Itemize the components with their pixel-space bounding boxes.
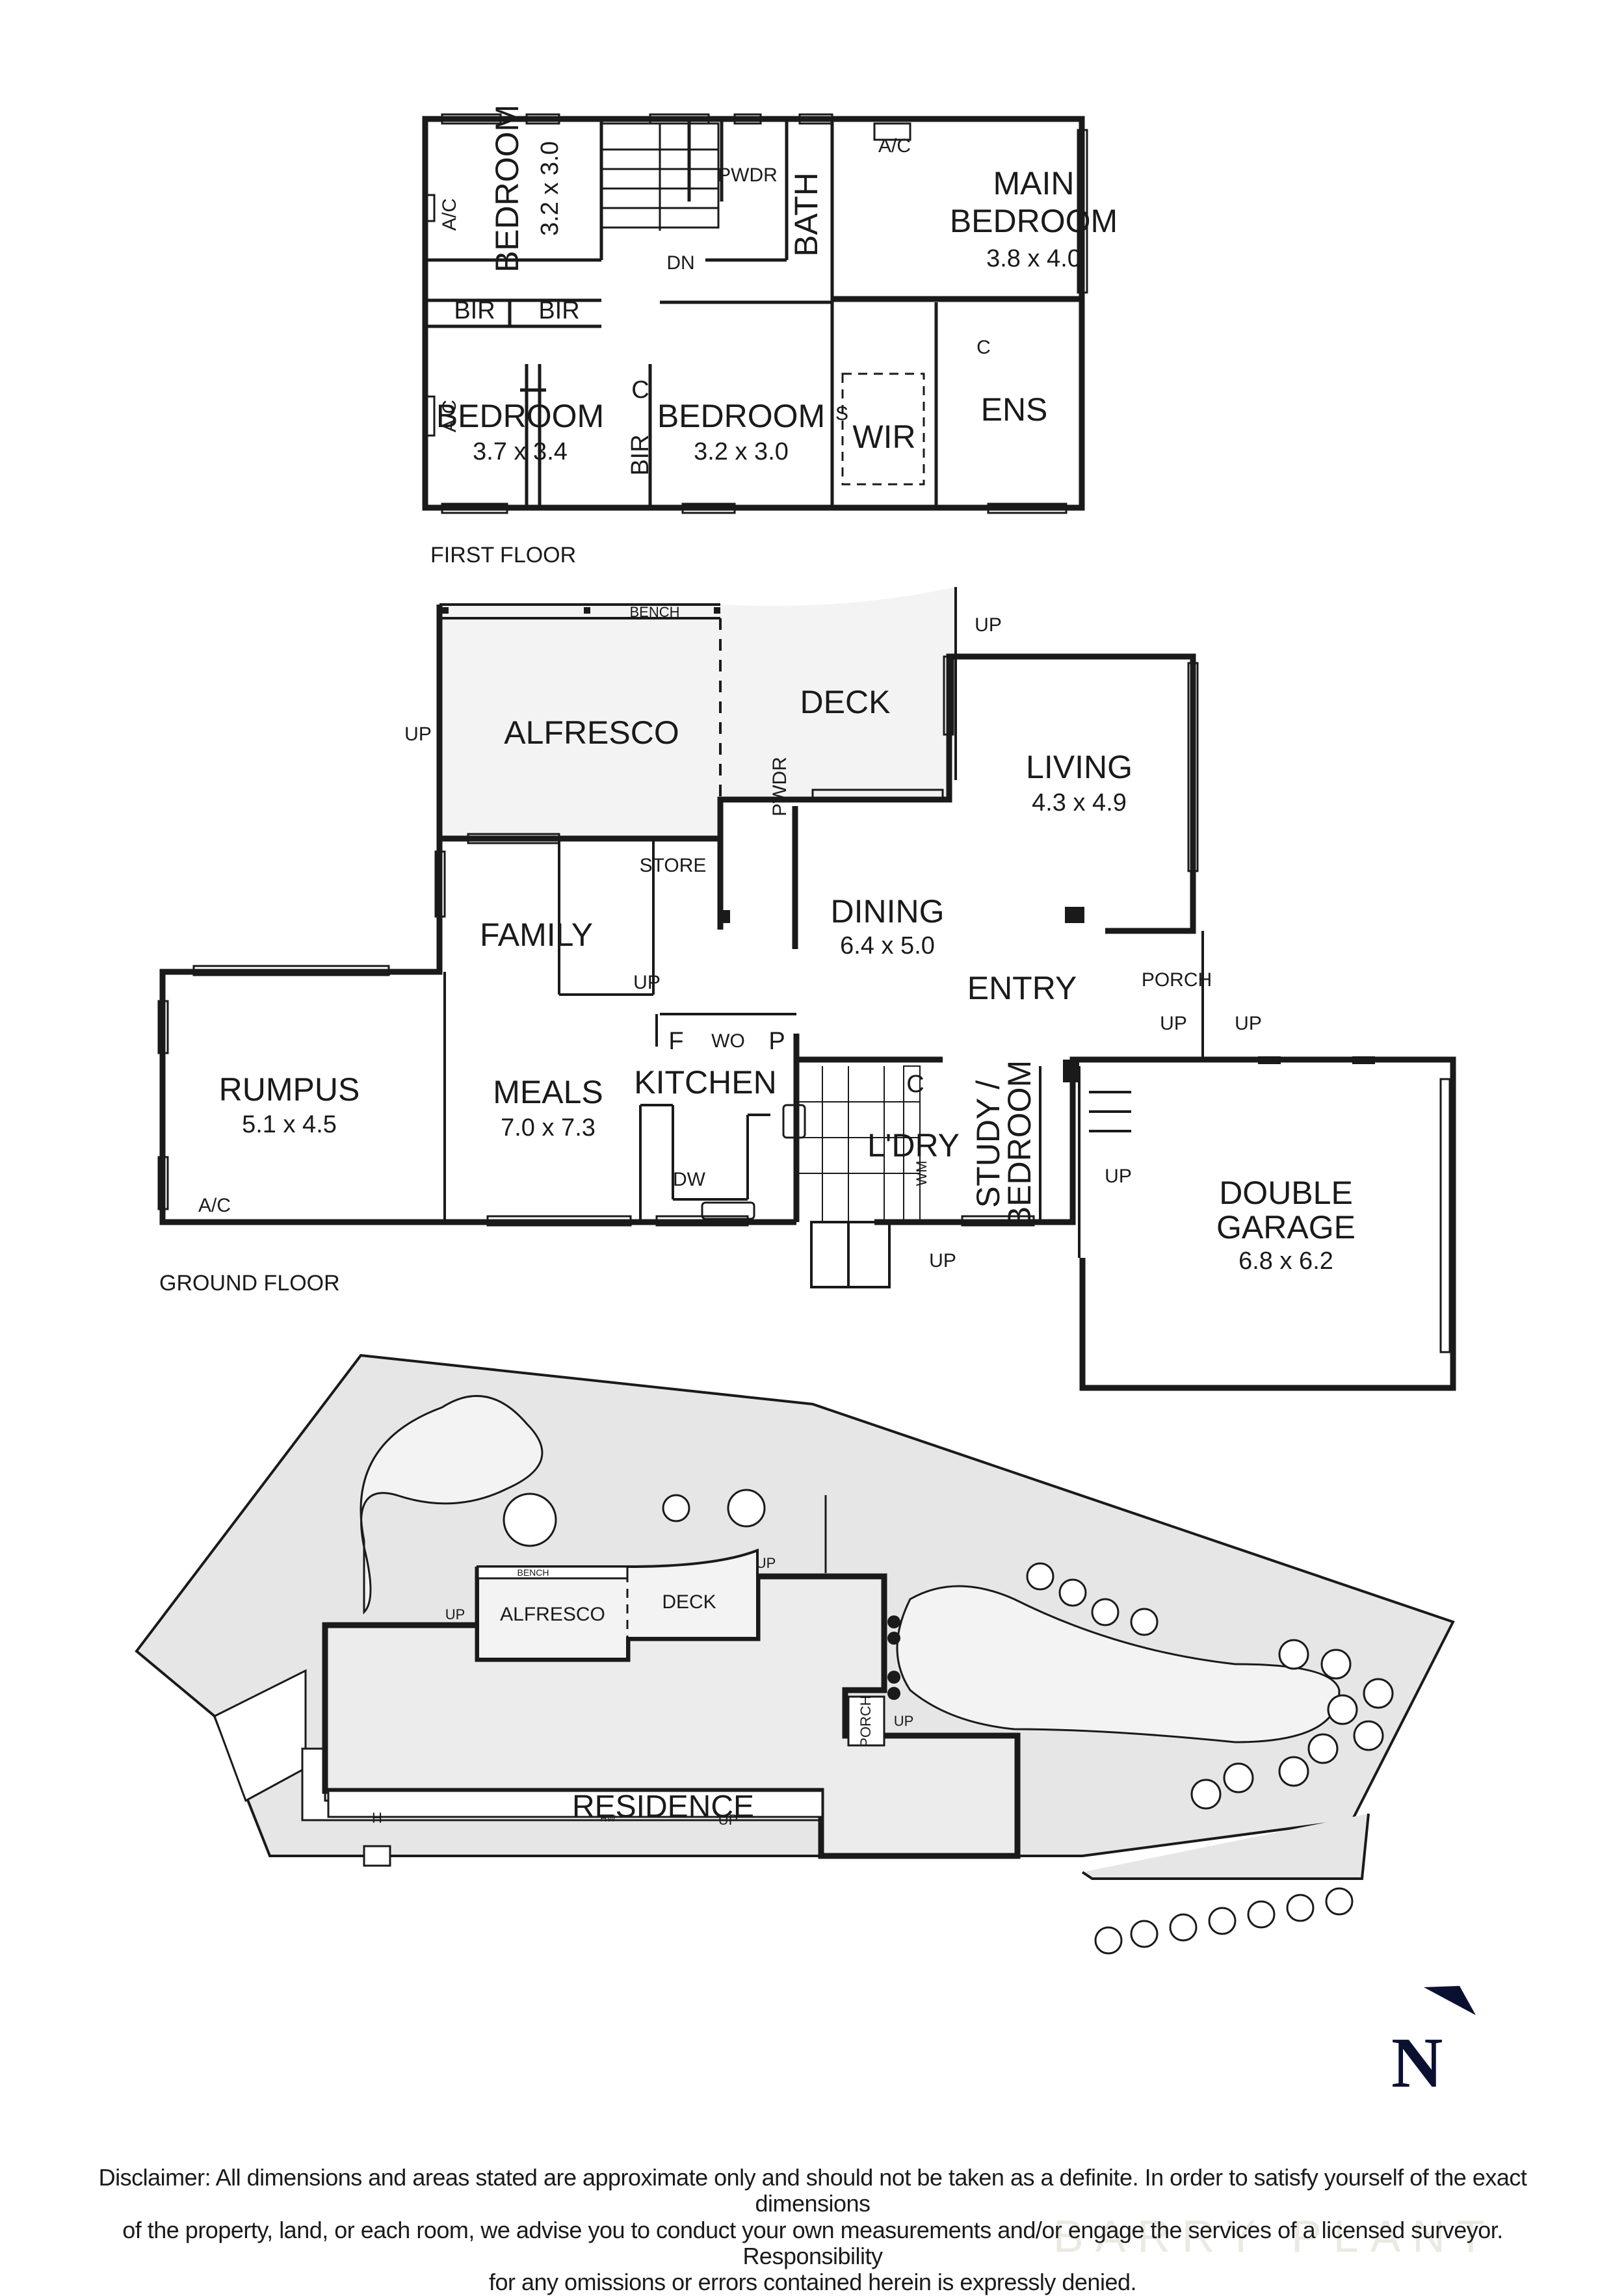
room-dim-living: 4.3 x 4.9 (1032, 789, 1127, 816)
room-dim-bedroom-2: 3.2 x 3.0 (536, 141, 564, 236)
room-label-entry: ENTRY (967, 970, 1077, 1006)
room-label-bath: BATH (788, 172, 824, 257)
site-label-bench: BENCH (517, 1567, 549, 1578)
site-label-alfresco: ALFRESCO (500, 1604, 605, 1625)
room-dim-bedroom-3: 3.7 x 3.4 (473, 438, 568, 465)
room-label-study-line1: STUDY / (970, 1080, 1006, 1208)
porch-up-label-1: UP (1160, 1013, 1187, 1034)
room-label-deck: DECK (800, 684, 891, 720)
site-label-residence: RESIDENCE (571, 1790, 755, 1824)
site-up-side: UP (718, 1812, 739, 1828)
disclaimer-line-3: for any omissions or errors contained he… (489, 2269, 1137, 2296)
stair-down-label: DN (666, 252, 695, 274)
site-up-deck: UP (755, 1555, 776, 1571)
site-label-deck: DECK (662, 1591, 716, 1613)
porch-up-label-2: UP (1235, 1013, 1262, 1034)
disclaimer-line-2: of the property, land, or each room, we … (122, 2216, 1503, 2269)
ground-floor-title: GROUND FLOOR (159, 1271, 340, 1296)
store-stair-up-label: UP (633, 972, 661, 993)
room-label-bedroom-2: BEDROOM (489, 104, 525, 273)
room-label-garage-line1: DOUBLE (1219, 1175, 1353, 1211)
pantry-label: P (768, 1028, 785, 1055)
room-label-rumpus: RUMPUS (218, 1071, 360, 1108)
room-label-pwdr-ground: PWDR (769, 757, 791, 816)
room-label-family: FAMILY (479, 917, 594, 953)
room-label-bedroom-3: BEDROOM (436, 398, 605, 434)
site-label-porch: PORCH (858, 1695, 874, 1747)
ac-label-main-bedroom: A/C (878, 135, 911, 157)
fridge-label: F (668, 1028, 684, 1055)
room-dim-rumpus: 5.1 x 4.5 (242, 1111, 337, 1138)
site-up-porch: UP (893, 1713, 914, 1729)
room-label-bedroom-4: BEDROOM (657, 398, 826, 434)
bir-label-1: BIR (454, 297, 495, 324)
hot-water-label: HW (600, 1813, 616, 1823)
tree-symbols (503, 1489, 1394, 1955)
garage-stair-up-label: UP (1105, 1166, 1132, 1187)
cupboard-label-upper: C (631, 376, 649, 404)
ac-label-bedroom-3: A/C (439, 399, 460, 433)
bir-label-2: BIR (538, 297, 580, 324)
first-floor-walls (422, 116, 1085, 511)
ens-cupboard-label: C (976, 337, 991, 358)
room-dim-meals: 7.0 x 7.3 (501, 1114, 596, 1141)
room-label-garage-line2: GARAGE (1216, 1209, 1356, 1246)
alfresco-up-label: UP (404, 724, 432, 745)
room-label-porch: PORCH (1141, 969, 1212, 991)
wall-oven-label: WO (711, 1030, 745, 1052)
room-dim-bedroom-4: 3.2 x 3.0 (694, 438, 789, 465)
room-label-store: STORE (639, 855, 707, 876)
dishwasher-label: DW (673, 1169, 705, 1190)
room-label-laundry: L'DRY (867, 1127, 960, 1164)
room-label-alfresco: ALFRESCO (504, 714, 679, 751)
disclaimer-text: Disclaimer: All dimensions and areas sta… (65, 2164, 1560, 2296)
room-label-main-bedroom-line2: BEDROOM (949, 203, 1118, 239)
room-label-living: LIVING (1026, 749, 1133, 785)
room-label-meals: MEALS (493, 1074, 603, 1110)
room-label-dining: DINING (830, 893, 945, 930)
heater-label: H (372, 1810, 382, 1826)
room-label-study-line2: BEDROOM (1001, 1060, 1038, 1229)
room-label-wir: WIR (852, 419, 916, 455)
ac-label-bedroom-2: A/C (439, 198, 460, 231)
north-arrow-icon (1424, 1986, 1476, 2015)
north-compass-label: N (1391, 2023, 1443, 2102)
room-label-main-bedroom-line1: MAIN (993, 165, 1075, 202)
site-up-alfresco: UP (445, 1606, 465, 1623)
room-dim-garage: 6.8 x 6.2 (1238, 1247, 1333, 1275)
room-dim-dining: 6.4 x 5.0 (840, 932, 935, 959)
brand-watermark: BARRY PLANT (1053, 2211, 1497, 2262)
ac-label-rumpus: A/C (198, 1195, 231, 1216)
laundry-cupboard-label: C (906, 1071, 924, 1098)
bir-label-3: BIR (627, 434, 654, 476)
room-label-kitchen: KITCHEN (634, 1064, 777, 1101)
bench-label: BENCH (629, 604, 680, 620)
ground-floor-outdoor (439, 587, 956, 839)
first-floor-title: FIRST FLOOR (430, 543, 577, 567)
shelf-label: S (835, 403, 849, 424)
disclaimer-line-1: Disclaimer: All dimensions and areas sta… (98, 2164, 1527, 2217)
room-label-ensuite: ENS (980, 391, 1048, 428)
room-dim-main-bedroom: 3.8 x 4.0 (986, 245, 1081, 272)
deck-up-label: UP (975, 614, 1002, 636)
washing-machine-label: WM (913, 1160, 930, 1186)
laundry-up-label: UP (929, 1250, 956, 1272)
room-label-pwdr-upper: PWDR (718, 164, 778, 186)
